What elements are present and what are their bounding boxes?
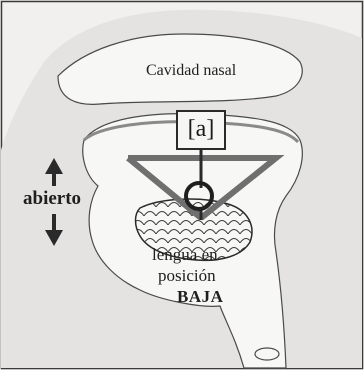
vowel-symbol: [a] <box>188 116 215 142</box>
tongue-label-line1: lengua en <box>152 245 218 265</box>
nasal-cavity-label: Cavidad nasal <box>146 62 236 80</box>
larynx <box>255 348 279 360</box>
tongue-label-line3: BAJA <box>177 287 223 307</box>
tongue-label-line2: posición <box>158 266 216 286</box>
openness-label: abierto <box>23 188 81 210</box>
vowel-symbol-box: [a] <box>176 110 226 150</box>
